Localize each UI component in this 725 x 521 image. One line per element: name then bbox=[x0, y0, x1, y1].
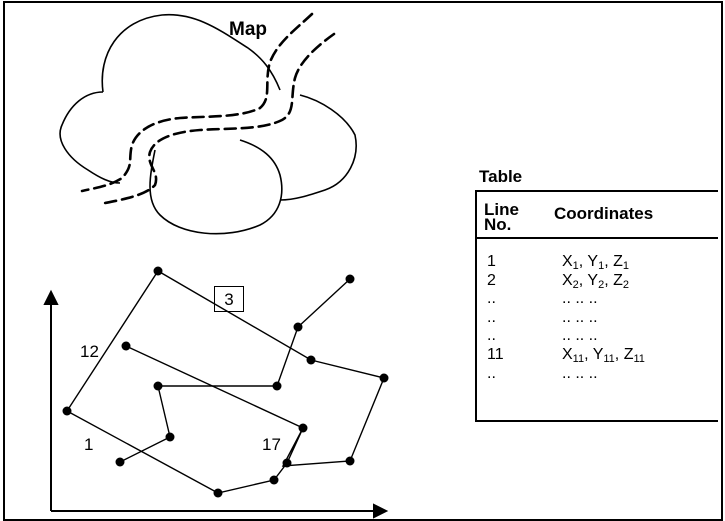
table-row: .. .. .. .. bbox=[477, 327, 718, 346]
map-region-top bbox=[101, 13, 281, 93]
map-title: Map bbox=[229, 19, 267, 40]
y-axis-arrow bbox=[43, 289, 59, 305]
x-axis-arrow bbox=[373, 503, 389, 519]
map-road-lower bbox=[98, 32, 336, 206]
coordinates-cell: X2, Y2, Z2 bbox=[562, 271, 629, 291]
line-number-cell: 2 bbox=[487, 271, 496, 289]
coordinates-cell: .. .. .. bbox=[562, 327, 598, 345]
line-number-cell: 1 bbox=[487, 253, 496, 270]
table-row: 2 X2, Y2, Z2 bbox=[477, 272, 718, 291]
table-row: .. .. .. .. bbox=[477, 309, 718, 328]
line-segment-mid bbox=[158, 278, 351, 387]
plot-node bbox=[115, 457, 125, 467]
line-number-cell: .. bbox=[487, 308, 496, 326]
line-number-cell: .. bbox=[487, 327, 496, 345]
coordinates-cell: X1, Y1, Z1 bbox=[562, 253, 629, 272]
plot-node bbox=[345, 456, 355, 466]
plot-node bbox=[213, 488, 223, 498]
line-number-cell: 11 bbox=[487, 346, 504, 363]
plot-node bbox=[345, 274, 355, 284]
line-segment-1 bbox=[66, 270, 385, 494]
segment-box-label: 3 bbox=[214, 286, 244, 312]
figure-border bbox=[3, 1, 723, 521]
plot-node bbox=[282, 458, 292, 468]
column-header-coordinates: Coordinates bbox=[554, 204, 654, 223]
table-row: 11 X11, Y11, Z11 bbox=[477, 346, 718, 365]
table-row: 1 X1, Y1, Z1 bbox=[477, 253, 718, 272]
plot-node bbox=[293, 322, 303, 332]
table-title: Table bbox=[479, 167, 523, 186]
map-region-center bbox=[279, 94, 357, 201]
coordinates-cell: .. .. .. bbox=[562, 290, 598, 308]
line-label-12: 12 bbox=[80, 342, 99, 361]
plot-node bbox=[62, 406, 72, 416]
plot-node bbox=[153, 266, 163, 276]
line-label-17: 17 bbox=[262, 435, 281, 454]
plot-node bbox=[272, 381, 282, 391]
plot-node bbox=[153, 381, 163, 391]
table-row: .. .. .. .. bbox=[477, 365, 718, 384]
plot-node bbox=[121, 341, 131, 351]
map-road-upper bbox=[80, 12, 314, 193]
map-region-left bbox=[59, 91, 121, 184]
line-segment-lower bbox=[119, 385, 171, 463]
line-number-cell: .. bbox=[487, 290, 496, 308]
map-region-bottom bbox=[149, 139, 283, 235]
plot-node bbox=[379, 373, 389, 383]
line-number-cell: .. bbox=[487, 364, 496, 382]
plot-node bbox=[298, 423, 308, 433]
plot-node bbox=[269, 475, 279, 485]
coordinates-cell: .. .. .. bbox=[562, 364, 598, 382]
coordinates-cell: .. .. .. bbox=[562, 308, 598, 326]
line-segment-12 bbox=[125, 345, 304, 429]
table-row: .. .. .. .. bbox=[477, 290, 718, 309]
coordinates-cell: X11, Y11, Z11 bbox=[562, 346, 645, 365]
plot-node bbox=[306, 355, 316, 365]
line-label-1: 1 bbox=[84, 435, 94, 454]
plot-node bbox=[165, 432, 175, 442]
